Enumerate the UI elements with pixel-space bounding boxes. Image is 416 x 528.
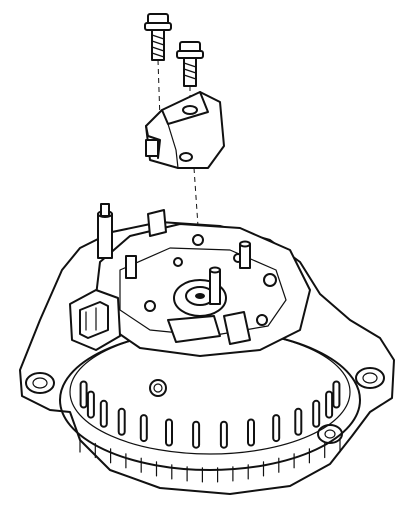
cooling-slot [247, 418, 255, 447]
cooling-slot [294, 407, 303, 436]
cooling-slot [79, 380, 88, 409]
bolt-right [176, 41, 204, 110]
cooling-slot [117, 407, 126, 436]
cooling-slot [312, 399, 321, 428]
cooling-slot [165, 418, 173, 447]
cooling-slot [192, 420, 201, 449]
voltage-regulator [145, 91, 225, 227]
cooling-slot [219, 420, 228, 449]
rear-fins [79, 437, 341, 483]
cooling-slot [272, 414, 281, 443]
bolt-left [144, 13, 172, 121]
alternator-assembly [19, 203, 395, 495]
mount-hole-right [355, 367, 385, 389]
cooling-slot [139, 414, 148, 443]
cooling-slot [325, 390, 334, 419]
cooling-slot [86, 390, 95, 419]
cooling-slot [332, 380, 341, 409]
cooling-slot [99, 399, 108, 428]
cooling-slots [79, 380, 341, 449]
mount-hole-lower [317, 424, 343, 444]
mount-hole-left [25, 372, 55, 394]
